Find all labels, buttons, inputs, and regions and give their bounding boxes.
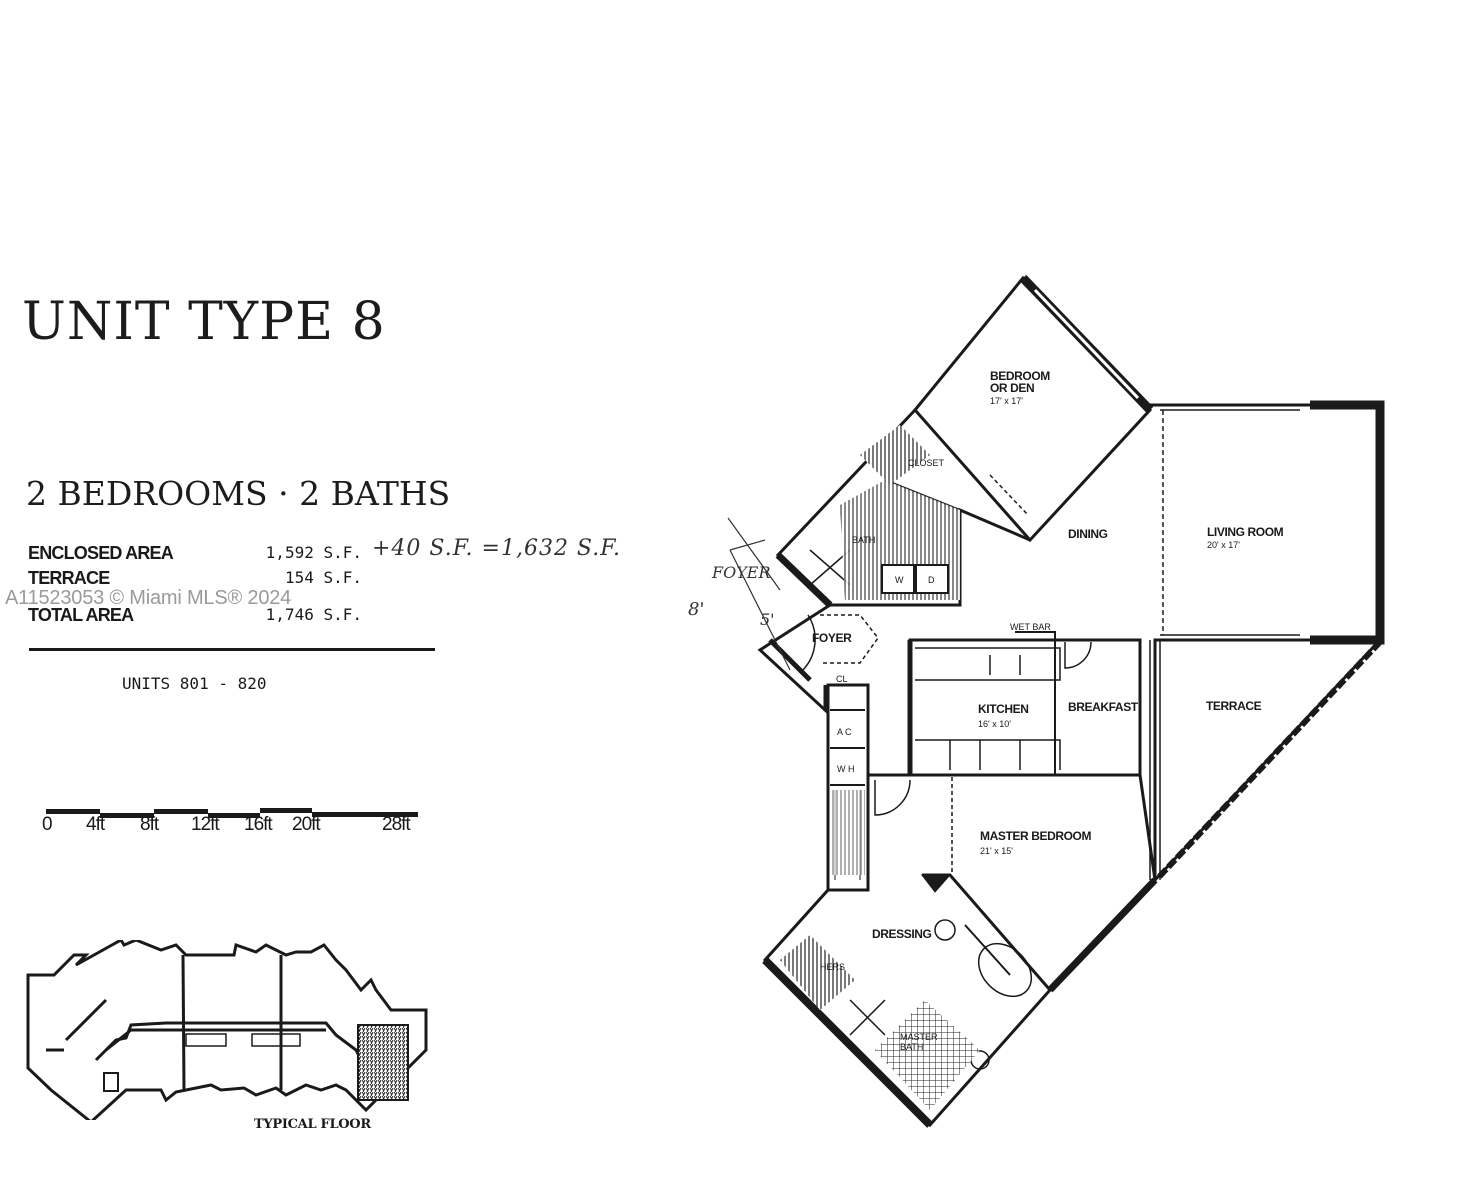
label-bath: BATH — [852, 535, 875, 545]
dims-kitchen: 16' x 10' — [978, 719, 1011, 729]
key-plan-caption: TYPICAL FLOOR — [254, 1117, 371, 1132]
units-range: UNITS 801 - 820 — [122, 674, 267, 693]
area-label: TOTAL AREA — [28, 605, 134, 625]
floor-plan: BEDROOM OR DEN 17' x 17' CLOSET BATH W D… — [688, 274, 1385, 1128]
handwritten-foyer: FOYER — [711, 563, 771, 582]
label-master-bath: MASTER — [900, 1032, 938, 1042]
bed-bath-summary: 2 BEDROOMS · 2 BATHS — [26, 474, 451, 513]
label-washer: W — [895, 575, 904, 585]
area-value: 1,592 S.F. — [265, 543, 362, 562]
scale-ticks: 0 4ft 8ft 12ft 16ft 20ft 28ft — [40, 814, 420, 838]
label-wh: W H — [837, 764, 855, 774]
scale-tick: 16ft — [244, 814, 273, 835]
label-breakfast: BREAKFAST — [1068, 700, 1139, 714]
scale-tick: 28ft — [382, 814, 411, 835]
scale-bar — [46, 808, 418, 818]
unit-type-title: UNIT TYPE 8 — [22, 292, 386, 352]
label-ac: A C — [837, 727, 852, 737]
dims-bedroom-den: 17' x 17' — [990, 396, 1023, 406]
scale-tick: 0 — [42, 814, 53, 835]
area-label: TERRACE — [28, 568, 110, 588]
typical-floor-key-plan — [26, 940, 428, 1120]
label-terrace: TERRACE — [1206, 699, 1262, 713]
dims-master-bedroom: 21' x 15' — [980, 846, 1013, 856]
label-hers-closet: HERS — [820, 962, 845, 972]
label-master-bath-2: BATH — [900, 1042, 923, 1052]
label-foyer: FOYER — [812, 631, 852, 645]
label-dryer: D — [928, 575, 935, 585]
handwritten-dim-5ft: 5' — [760, 610, 775, 629]
label-dining: DINING — [1068, 527, 1108, 541]
label-closet: CLOSET — [908, 458, 945, 468]
label-bedroom-den-2: OR DEN — [990, 381, 1034, 395]
area-value: 1,746 S.F. — [265, 605, 362, 624]
dims-living-room: 20' x 17' — [1207, 540, 1240, 550]
label-bedroom-den: BEDROOM — [990, 369, 1050, 383]
handwritten-dim-8ft: 8' — [688, 599, 704, 620]
mls-watermark: A11523053 © Miami MLS® 2024 — [5, 587, 292, 609]
divider — [29, 648, 435, 651]
scale-tick: 20ft — [292, 814, 321, 835]
scale-tick: 8ft — [140, 814, 159, 835]
area-label: ENCLOSED AREA — [28, 543, 174, 563]
scale-tick: 12ft — [191, 814, 220, 835]
label-living-room: LIVING ROOM — [1207, 525, 1284, 539]
label-kitchen: KITCHEN — [978, 702, 1029, 716]
area-value: 154 S.F. — [284, 568, 362, 587]
handwritten-area-note: +40 S.F. =1,632 S.F. — [372, 536, 622, 561]
label-dressing: DRESSING — [872, 927, 932, 941]
label-cl: CL — [836, 674, 848, 684]
label-master-bedroom: MASTER BEDROOM — [980, 829, 1091, 843]
scale-tick: 4ft — [86, 814, 105, 835]
label-wet-bar: WET BAR — [1010, 622, 1051, 632]
